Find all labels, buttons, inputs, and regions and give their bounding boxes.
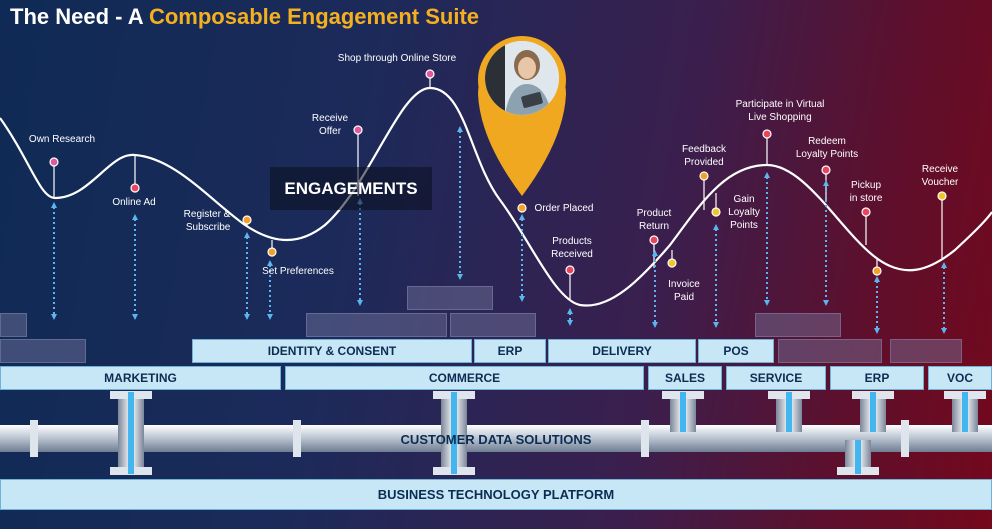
dotted-arrows <box>51 126 947 334</box>
box-marketing: MARKETING <box>0 366 281 390</box>
customer-data-solutions-label: CUSTOMER DATA SOLUTIONS <box>400 431 592 447</box>
box-voc: VOC <box>928 366 992 390</box>
box-pos: POS <box>698 339 774 363</box>
data-pipe <box>0 425 992 452</box>
business-technology-platform: BUSINESS TECHNOLOGY PLATFORM <box>0 479 992 510</box>
title-prefix: The Need - A <box>10 4 149 29</box>
page-title: The Need - A Composable Engagement Suite <box>10 4 479 30</box>
box-erp-bottom: ERP <box>830 366 924 390</box>
ghost-block <box>0 313 27 337</box>
ghost-block <box>890 339 962 363</box>
pipe-connectors <box>30 391 986 475</box>
ghost-block <box>755 313 841 337</box>
box-sales: SALES <box>648 366 722 390</box>
label-order-placed: Order Placed <box>534 203 594 214</box>
ghost-block <box>0 339 86 363</box>
box-erp-top: ERP <box>474 339 546 363</box>
box-delivery: DELIVERY <box>548 339 696 363</box>
shopper-avatar <box>485 41 559 115</box>
ghost-block <box>407 286 493 310</box>
label-shop-online-store: Shop through Online Store <box>337 53 457 64</box>
box-service: SERVICE <box>726 366 826 390</box>
location-pin-icon <box>478 36 566 196</box>
ghost-block <box>450 313 536 337</box>
label-online-ad: Online Ad <box>112 197 156 208</box>
box-commerce: COMMERCE <box>285 366 644 390</box>
ghost-block <box>306 313 447 337</box>
title-accent: Composable Engagement Suite <box>148 4 480 29</box>
ghost-block <box>778 339 882 363</box>
label-own-research: Own Research <box>28 134 96 145</box>
box-identity-consent: IDENTITY & CONSENT <box>192 339 472 363</box>
label-register-subscribe: Register &Subscribe <box>183 209 231 233</box>
engagements-label: ENGAGEMENTS <box>270 167 432 210</box>
journey-markers <box>49 69 947 276</box>
label-set-preferences: Set Preferences <box>262 266 334 277</box>
